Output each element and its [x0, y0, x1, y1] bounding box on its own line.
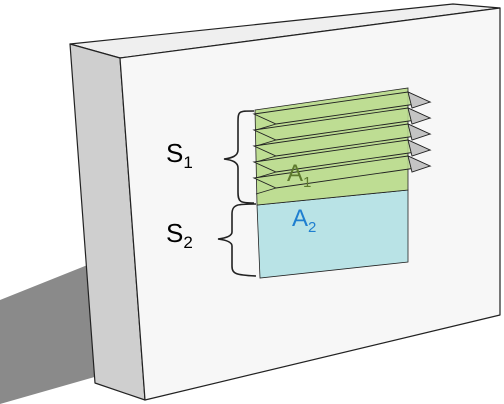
label-a1: A1 — [287, 160, 311, 191]
louver-blade-edge — [255, 187, 277, 195]
louver-blade-end — [407, 107, 432, 125]
label-a2: A2 — [292, 205, 316, 236]
region-a2 — [256, 189, 409, 279]
louver-blade-end — [407, 123, 432, 141]
louver-blades — [252, 91, 432, 195]
brace-s1 — [223, 110, 255, 204]
label-a2-main: A — [292, 205, 308, 232]
label-s1-main: S — [166, 138, 183, 168]
label-a2-sub: 2 — [308, 219, 316, 236]
label-a1-sub: 1 — [303, 174, 311, 191]
louver-blade-end — [407, 139, 432, 157]
label-s1: S1 — [166, 138, 193, 172]
label-s2-sub: 2 — [183, 233, 192, 252]
label-s2: S2 — [166, 218, 193, 252]
label-a1-main: A — [287, 160, 303, 187]
louver-blade-end — [407, 91, 432, 109]
louver-blade-end — [407, 155, 432, 173]
label-s2-main: S — [166, 218, 183, 248]
label-s1-sub: 1 — [183, 153, 192, 172]
brace-s2 — [217, 203, 257, 277]
ground-shadow — [0, 262, 112, 404]
